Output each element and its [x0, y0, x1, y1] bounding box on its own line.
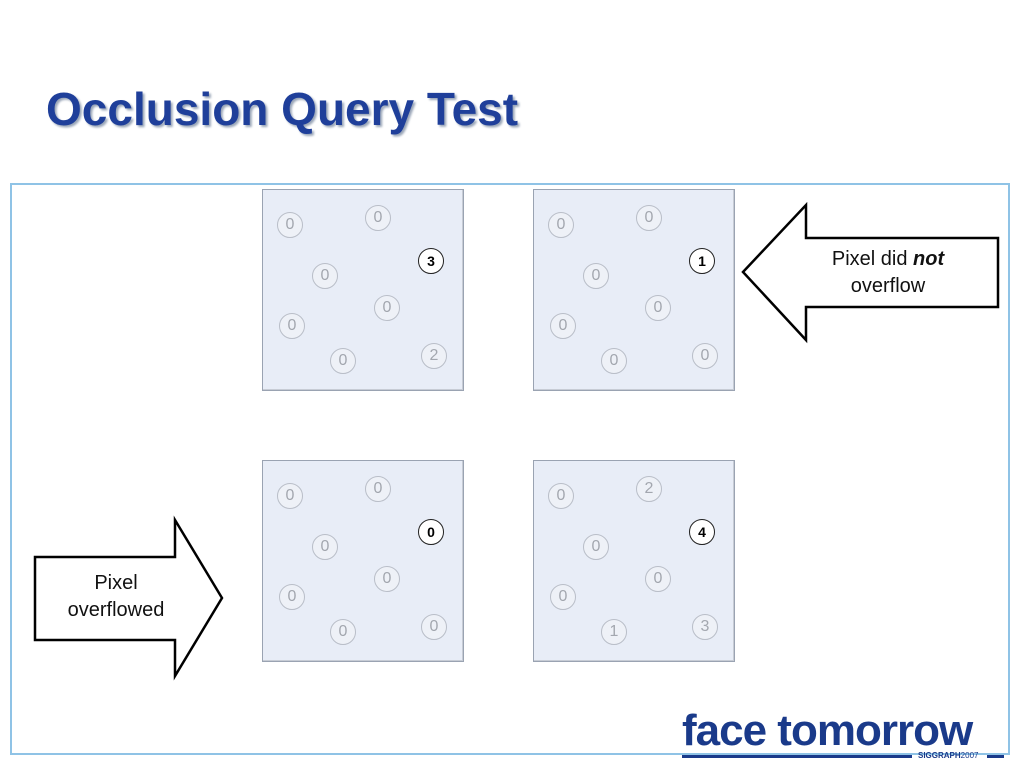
pixel-counter: 0 — [365, 476, 391, 502]
logo-underline-right — [987, 755, 1004, 758]
pixel-counter: 0 — [548, 212, 574, 238]
pixel-counter: 2 — [636, 476, 662, 502]
pixel-counter: 0 — [548, 483, 574, 509]
right-pointing-arrow-shape — [33, 515, 224, 681]
pixel-counter: 0 — [550, 584, 576, 610]
callout-not-overflow: Pixel did not overflow — [808, 246, 968, 300]
pixel-counter: 0 — [312, 534, 338, 560]
pixel-counter: 0 — [277, 212, 303, 238]
pixel-counter: 3 — [692, 614, 718, 640]
highlighted-pixel-counter: 0 — [418, 519, 444, 545]
pixel-counter: 0 — [365, 205, 391, 231]
pixel-counter: 0 — [330, 348, 356, 374]
logo-event-year: 2007 — [960, 751, 979, 760]
callout-overflowed-line1: Pixel — [94, 572, 138, 594]
callout-overflowed: Pixel overflowed — [45, 570, 187, 624]
pixel-counter: 0 — [645, 295, 671, 321]
left-pointing-arrow-shape — [741, 201, 1000, 344]
logo-event: SIGGRAPH2007 — [918, 751, 978, 760]
pixel-counter: 0 — [277, 483, 303, 509]
pixel-counter: 0 — [645, 566, 671, 592]
callout-not-overflow-emphasis: not — [913, 248, 945, 270]
highlighted-pixel-counter: 1 — [689, 248, 715, 274]
pixel-counter: 0 — [550, 313, 576, 339]
pixel-counter: 0 — [583, 263, 609, 289]
pixel-counter: 0 — [312, 263, 338, 289]
highlighted-pixel-counter: 3 — [418, 248, 444, 274]
pixel-counter: 1 — [601, 619, 627, 645]
pixel-counter: 0 — [374, 566, 400, 592]
logo-underline-left — [682, 755, 912, 758]
highlighted-pixel-counter: 4 — [689, 519, 715, 545]
pixel-counter: 0 — [374, 295, 400, 321]
pixel-counter: 0 — [421, 614, 447, 640]
callout-not-overflow-line2: overflow — [850, 275, 926, 297]
pixel-counter: 0 — [279, 584, 305, 610]
pixel-counter: 2 — [421, 343, 447, 369]
pixel-counter: 0 — [692, 343, 718, 369]
callout-not-overflow-prefix: Pixel did — [831, 248, 914, 270]
logo-wordmark: face tomorrow — [682, 706, 973, 755]
pixel-counter: 0 — [636, 205, 662, 231]
pixel-counter: 0 — [601, 348, 627, 374]
pixel-counter: 0 — [330, 619, 356, 645]
face-tomorrow-logo: face tomorrow SIGGRAPH2007 — [682, 708, 1014, 762]
slide-title: Occlusion Query Test — [46, 83, 519, 135]
pixel-counter: 0 — [279, 313, 305, 339]
content-frame — [10, 183, 1010, 755]
callout-overflowed-line2: overflowed — [67, 599, 165, 621]
pixel-counter: 0 — [583, 534, 609, 560]
callout-not-overflow-line1: Pixel did not — [808, 246, 968, 273]
logo-event-name: SIGGRAPH — [918, 751, 961, 760]
